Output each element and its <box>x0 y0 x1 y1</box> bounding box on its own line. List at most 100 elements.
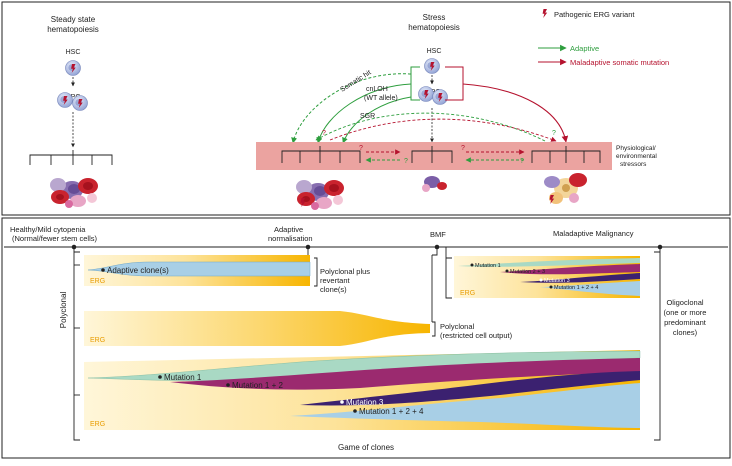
bottom-panel-frame <box>1 217 731 459</box>
game-of-clones-label: Game of clones <box>338 443 394 452</box>
restricted-stream <box>84 311 430 346</box>
revertant-line2: revertant <box>320 276 351 285</box>
mutation-1-label: Mutation 1 <box>164 373 202 382</box>
malignancy-mutation-1-2-4-stream <box>540 281 640 296</box>
restricted-line1: Polyclonal <box>440 322 475 331</box>
polyclonal-side-label: Polyclonal <box>59 292 68 329</box>
timeline-bmf: BMF <box>430 230 446 239</box>
malignancy-mutation-3-label: Mutation 3 <box>544 278 570 284</box>
stress-branch-trees <box>281 146 601 163</box>
mutation-1-2-4-label: Mutation 1 + 2 + 4 <box>359 407 424 416</box>
stress-blood-cells-icon-1 <box>296 180 344 210</box>
stressor-band <box>256 142 612 170</box>
steady-hsc-label: HSC <box>66 49 81 56</box>
wt-allele-label: (WT allele) <box>364 95 398 102</box>
adaptive-clone-stream <box>87 261 311 277</box>
adaptive-bracket <box>410 66 420 101</box>
question-mark-1: ? <box>322 130 326 137</box>
erg-label-2: ERG <box>90 337 105 344</box>
somatic-hit-arrow <box>291 73 412 144</box>
malignancy-bracket <box>445 247 452 299</box>
malignancy-mutation-1-2-4-dot <box>549 285 553 289</box>
steady-branch-tree <box>29 150 113 165</box>
oligo-line4: clones) <box>673 328 698 337</box>
timeline-adaptive-line2: normalisation <box>268 234 313 243</box>
sgr-label: SGR <box>360 113 375 120</box>
mutation-1-2-4-stream <box>290 383 640 428</box>
timeline-healthy-line2: (Normal/fewer stem cells) <box>12 234 98 243</box>
steady-blood-cells-icon <box>50 178 98 208</box>
maladaptive-arrow <box>462 83 569 143</box>
malignancy-mutation-2-3-label: Mutation 2 + 3 <box>510 269 545 275</box>
mutation-1-2-stream <box>170 358 640 390</box>
oligo-line2: (one or more <box>664 308 707 317</box>
mutation-1-2-dot <box>226 383 230 387</box>
erg-label-3: ERG <box>90 421 105 428</box>
legend-adaptive: Adaptive <box>570 44 599 53</box>
legend-variant: Pathogenic ERG variant <box>554 10 635 19</box>
question-mark-4: ? <box>404 158 408 165</box>
cnloh-label: cnLOH <box>366 86 388 93</box>
erg-label-4: ERG <box>460 290 475 297</box>
steady-hpc-label: HPC <box>66 94 81 101</box>
stressors-line2: environmental <box>616 153 657 160</box>
mutation-3-dot <box>340 400 344 404</box>
oligoclonal-bracket <box>654 247 661 441</box>
restricted-bracket <box>432 321 436 337</box>
oligo-line1: Oligoclonal <box>666 298 703 307</box>
mutation-1-2-4-dot <box>353 409 357 413</box>
malignancy-mutation-3-stream <box>520 273 640 283</box>
steady-hsc-cell-icon <box>66 61 81 76</box>
timeline-adaptive-line1: Adaptive <box>274 225 303 234</box>
malignancy-mutation-1-2-4-label: Mutation 1 + 2 + 4 <box>554 285 598 291</box>
mutation-3-stream <box>300 371 640 406</box>
mutation-3-label: Mutation 3 <box>346 398 384 407</box>
malignancy-mutation-1-label: Mutation 1 <box>475 263 501 269</box>
legend-maladaptive: Maladaptive somatic mutation <box>570 58 669 67</box>
revertant-bracket <box>314 257 318 287</box>
stress-hpc-cell-icon-2 <box>433 90 448 105</box>
erg-label-1: ERG <box>90 278 105 285</box>
restricted-line2: (restricted cell output) <box>440 331 513 340</box>
stressors-line3: stressors <box>620 161 647 168</box>
adaptive-clone-label: Adaptive clone(s) <box>107 266 169 275</box>
stress-hsc-label: HSC <box>427 48 442 55</box>
steady-hpc-cell-icon <box>58 93 73 108</box>
steady-title-line2: hematopoiesis <box>47 25 99 34</box>
stress-hsc-cell-icon <box>425 59 440 74</box>
adaptive-clone-dot <box>101 268 105 272</box>
maladaptive-bracket <box>445 66 464 101</box>
maladaptive-progression-arc <box>329 118 557 142</box>
cnloh-arrow <box>316 83 412 144</box>
question-mark-6: ? <box>520 158 524 165</box>
steady-title-line1: Steady state <box>51 15 96 24</box>
malignancy-mutation-2-3-stream <box>500 264 640 275</box>
mutation-1-2-label: Mutation 1 + 2 <box>232 381 283 390</box>
question-mark-3: ? <box>359 145 363 152</box>
bmf-drop-line <box>432 247 438 256</box>
polyclonal-bracket <box>73 251 80 441</box>
sgr-arrow <box>342 96 412 144</box>
malignancy-mutation-2-3-dot <box>505 269 509 273</box>
oligo-line3: predominant <box>664 318 707 327</box>
malignancy-mutation-3-dot <box>539 278 543 282</box>
steady-hpc-cell-icon-2 <box>73 96 88 111</box>
stress-title-line2: hematopoiesis <box>408 23 460 32</box>
top-panel-frame <box>1 1 731 216</box>
revertant-line1: Polyclonal plus <box>320 267 370 276</box>
adaptive-return-arc <box>315 112 546 142</box>
question-mark-2: ? <box>552 130 556 137</box>
mutation-1-dot <box>158 375 162 379</box>
malignancy-mutation-1-stream <box>458 258 640 267</box>
stress-blood-cells-icon-3 <box>544 173 587 204</box>
stress-hpc-cell-icon <box>419 87 434 102</box>
stressors-line1: Physiological/ <box>616 145 656 152</box>
timeline-malignancy: Maladaptive Malignancy <box>553 229 634 238</box>
revertant-line3: clone(s) <box>320 285 347 294</box>
timeline-healthy-line1: Healthy/Mild cytopenia <box>10 225 86 234</box>
stress-blood-cells-icon-2 <box>422 176 447 192</box>
stress-title-line1: Stress <box>423 13 446 22</box>
question-mark-5: ? <box>461 145 465 152</box>
